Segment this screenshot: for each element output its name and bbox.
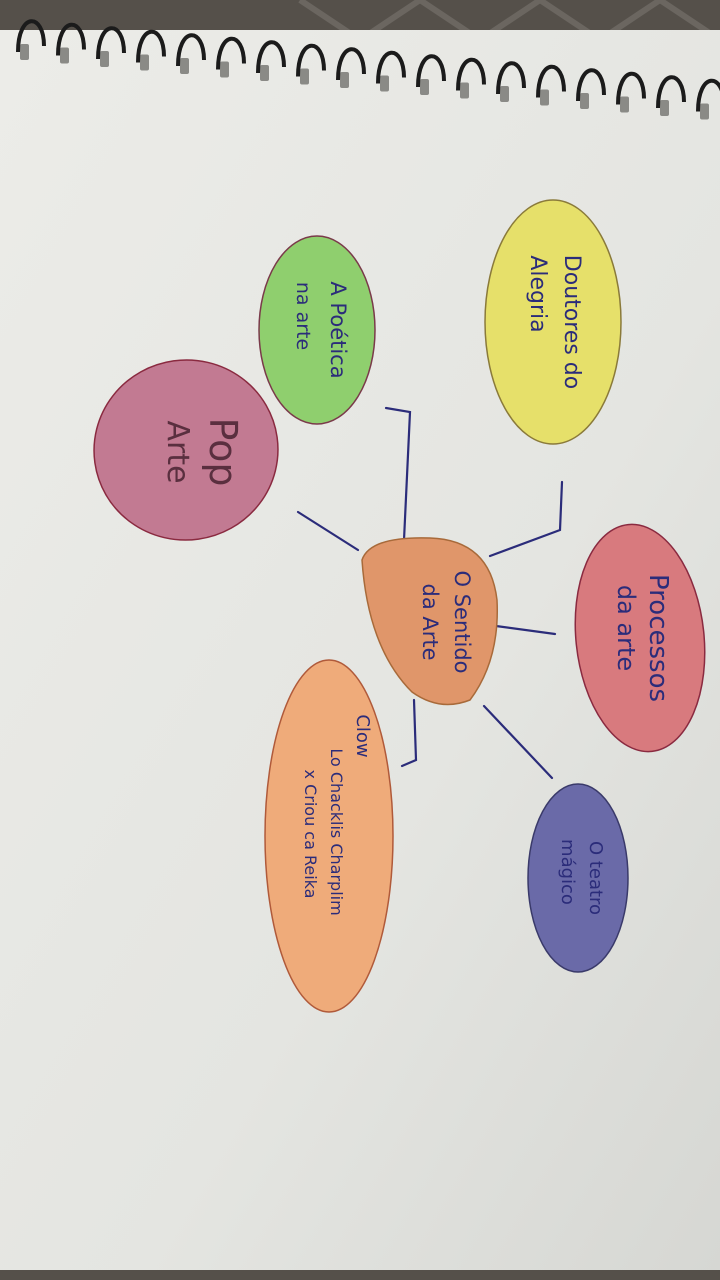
spiral-ring — [176, 33, 206, 67]
bubble-shape — [361, 537, 499, 706]
line-to-poetica — [384, 406, 412, 542]
bubble-shape — [484, 199, 622, 445]
bubble-pop — [93, 359, 279, 541]
spiral-ring — [136, 29, 166, 63]
line-to-teatro — [482, 704, 554, 780]
spiral-ring — [536, 64, 566, 98]
bubble-shape — [527, 783, 629, 973]
spiral-ring — [216, 36, 246, 70]
spiral-ring — [296, 43, 326, 77]
bubble-shape — [258, 235, 376, 425]
doutores-line-1: Doutores do — [559, 255, 584, 389]
spiral-hole — [540, 89, 549, 106]
line-to-pop — [296, 510, 360, 552]
spiral-ring — [16, 19, 46, 53]
spiral-ring — [656, 75, 686, 109]
spiral-ring — [376, 50, 406, 84]
spiral-ring — [256, 40, 286, 74]
spiral-hole — [100, 51, 109, 67]
pop-line-2: Arte — [160, 420, 195, 483]
teatro-line-1: O teatro — [585, 841, 606, 915]
spiral-hole — [580, 93, 589, 109]
processos-line-2: da arte — [612, 585, 640, 671]
spiral-hole — [660, 100, 669, 116]
spiral-hole — [420, 79, 429, 95]
clow-line-2: Lo Chacklis Charplim — [327, 748, 346, 915]
line-to-clow — [400, 698, 418, 768]
bubble-shape — [93, 359, 279, 541]
text-poetica: A Poética na arte — [292, 281, 350, 378]
bubble-poetica — [258, 235, 376, 425]
spiral-ring — [456, 57, 486, 91]
spiral-hole — [700, 103, 709, 120]
spiral-hole — [60, 47, 69, 64]
text-processos: Processos da arte — [612, 574, 673, 702]
central-line-2: da Arte — [418, 583, 442, 660]
text-pop: Pop Arte — [160, 418, 245, 487]
spiral-ring — [416, 54, 446, 88]
bubble-central — [361, 537, 499, 706]
spiral-ring — [696, 78, 720, 112]
spiral-hole — [460, 82, 469, 99]
spiral-hole — [500, 86, 509, 102]
bubble-doutores — [484, 199, 622, 445]
bubble-teatro — [527, 783, 629, 973]
spiral-hole — [260, 65, 269, 81]
bubble-shape — [264, 659, 394, 1013]
text-teatro: O teatro mágico — [557, 839, 606, 915]
spiral-ring — [496, 61, 526, 95]
bubble-clow — [264, 659, 394, 1013]
central-line-1: O Sentido — [450, 570, 474, 673]
connector-lines — [296, 406, 564, 780]
spiral-ring — [96, 26, 126, 60]
spiral-binding — [16, 19, 720, 120]
spiral-hole — [180, 58, 189, 74]
spiral-ring — [336, 47, 366, 81]
spiral-hole — [620, 96, 629, 113]
bubble-processos — [574, 523, 706, 753]
spiral-hole — [380, 75, 389, 92]
teatro-line-2: mágico — [557, 839, 578, 905]
poetica-line-2: na arte — [292, 282, 314, 350]
spiral-ring — [56, 22, 86, 56]
spiral-hole — [300, 68, 309, 85]
clow-line-3: x Criou ca Reika — [301, 770, 320, 899]
pop-line-1: Pop — [201, 418, 245, 487]
text-central: O Sentido da Arte — [418, 570, 474, 673]
bubble-shape — [574, 523, 706, 753]
poetica-line-1: A Poética — [326, 281, 350, 378]
line-to-processos — [494, 624, 557, 636]
spiral-ring — [616, 71, 646, 105]
spiral-hole — [340, 72, 349, 88]
doutores-line-2: Alegria — [525, 255, 550, 332]
clow-line-1: Clow — [352, 714, 373, 757]
spiral-hole — [140, 54, 149, 71]
spiral-hole — [220, 61, 229, 78]
spiral-hole — [20, 44, 29, 60]
text-doutores: Doutores do Alegria — [525, 255, 584, 389]
text-clow: Clow Lo Chacklis Charplim x Criou ca Rei… — [301, 714, 373, 915]
line-to-doutores — [488, 480, 564, 558]
spiral-ring — [576, 68, 606, 102]
processos-line-1: Processos — [643, 574, 673, 702]
